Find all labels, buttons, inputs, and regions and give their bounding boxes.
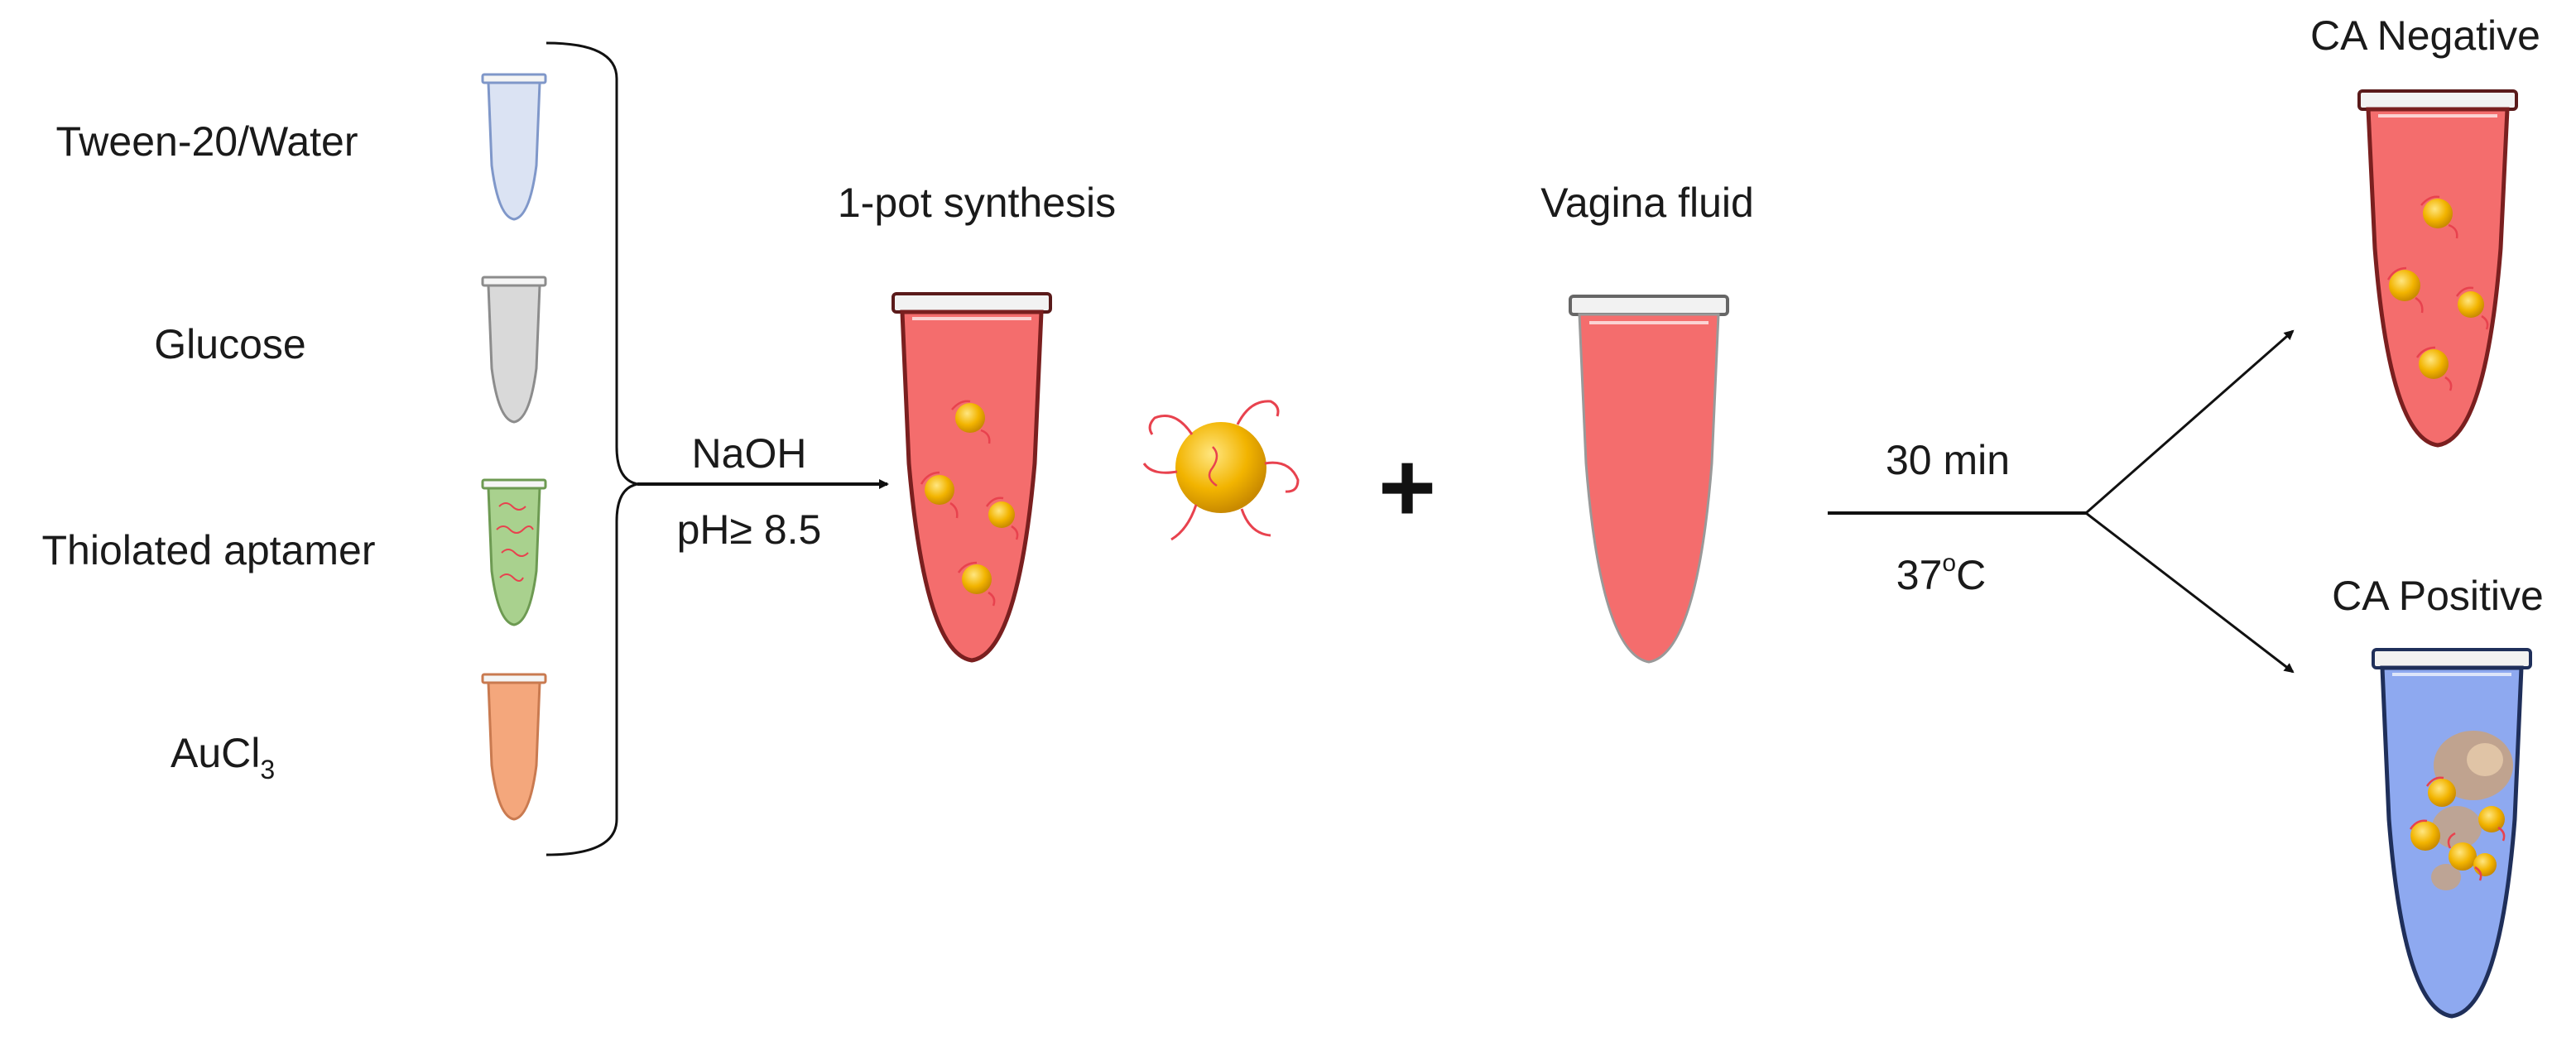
- ca-negative-label: CA Negative: [2310, 12, 2540, 59]
- tube-thiolated-aptamer: [481, 478, 547, 626]
- ph-condition-label: pH≥ 8.5: [677, 506, 822, 553]
- incubation-time-label: 30 min: [1886, 437, 2010, 483]
- plus-symbol: +: [1378, 432, 1436, 543]
- aptamer-strand-icon: [498, 502, 526, 511]
- incubation-temp-label: 37oC: [1896, 549, 1986, 598]
- reagent-label-glucose: Glucose: [154, 321, 305, 367]
- aptamer-gold-nanoparticle-icon: [1142, 400, 1300, 541]
- grouping-brace: [545, 41, 638, 856]
- ca-negative-tube: [2357, 89, 2518, 448]
- reagent-label-aucl3: AuCl3: [171, 730, 275, 784]
- tube-aucl3: [481, 673, 547, 821]
- reagent-label-tween: Tween-20/Water: [56, 118, 358, 165]
- tube-glucose: [481, 276, 547, 424]
- tube-tween-water: [481, 73, 547, 221]
- gold-nanoparticle-cluster: [920, 400, 1019, 607]
- synthesis-label: 1-pot synthesis: [838, 180, 1116, 226]
- fluid-label: Vagina fluid: [1540, 180, 1754, 226]
- reagent-naoh-label: NaOH: [692, 430, 807, 477]
- arrow-to-negative: [2085, 329, 2295, 515]
- arrow-to-positive: [2085, 511, 2295, 674]
- ca-positive-label: CA Positive: [2332, 573, 2544, 619]
- synthesis-tube: [892, 292, 1052, 663]
- ca-positive-tube: [2372, 648, 2532, 1019]
- reagent-label-aptamer: Thiolated aptamer: [41, 527, 375, 573]
- vagina-fluid-tube: [1569, 295, 1729, 664]
